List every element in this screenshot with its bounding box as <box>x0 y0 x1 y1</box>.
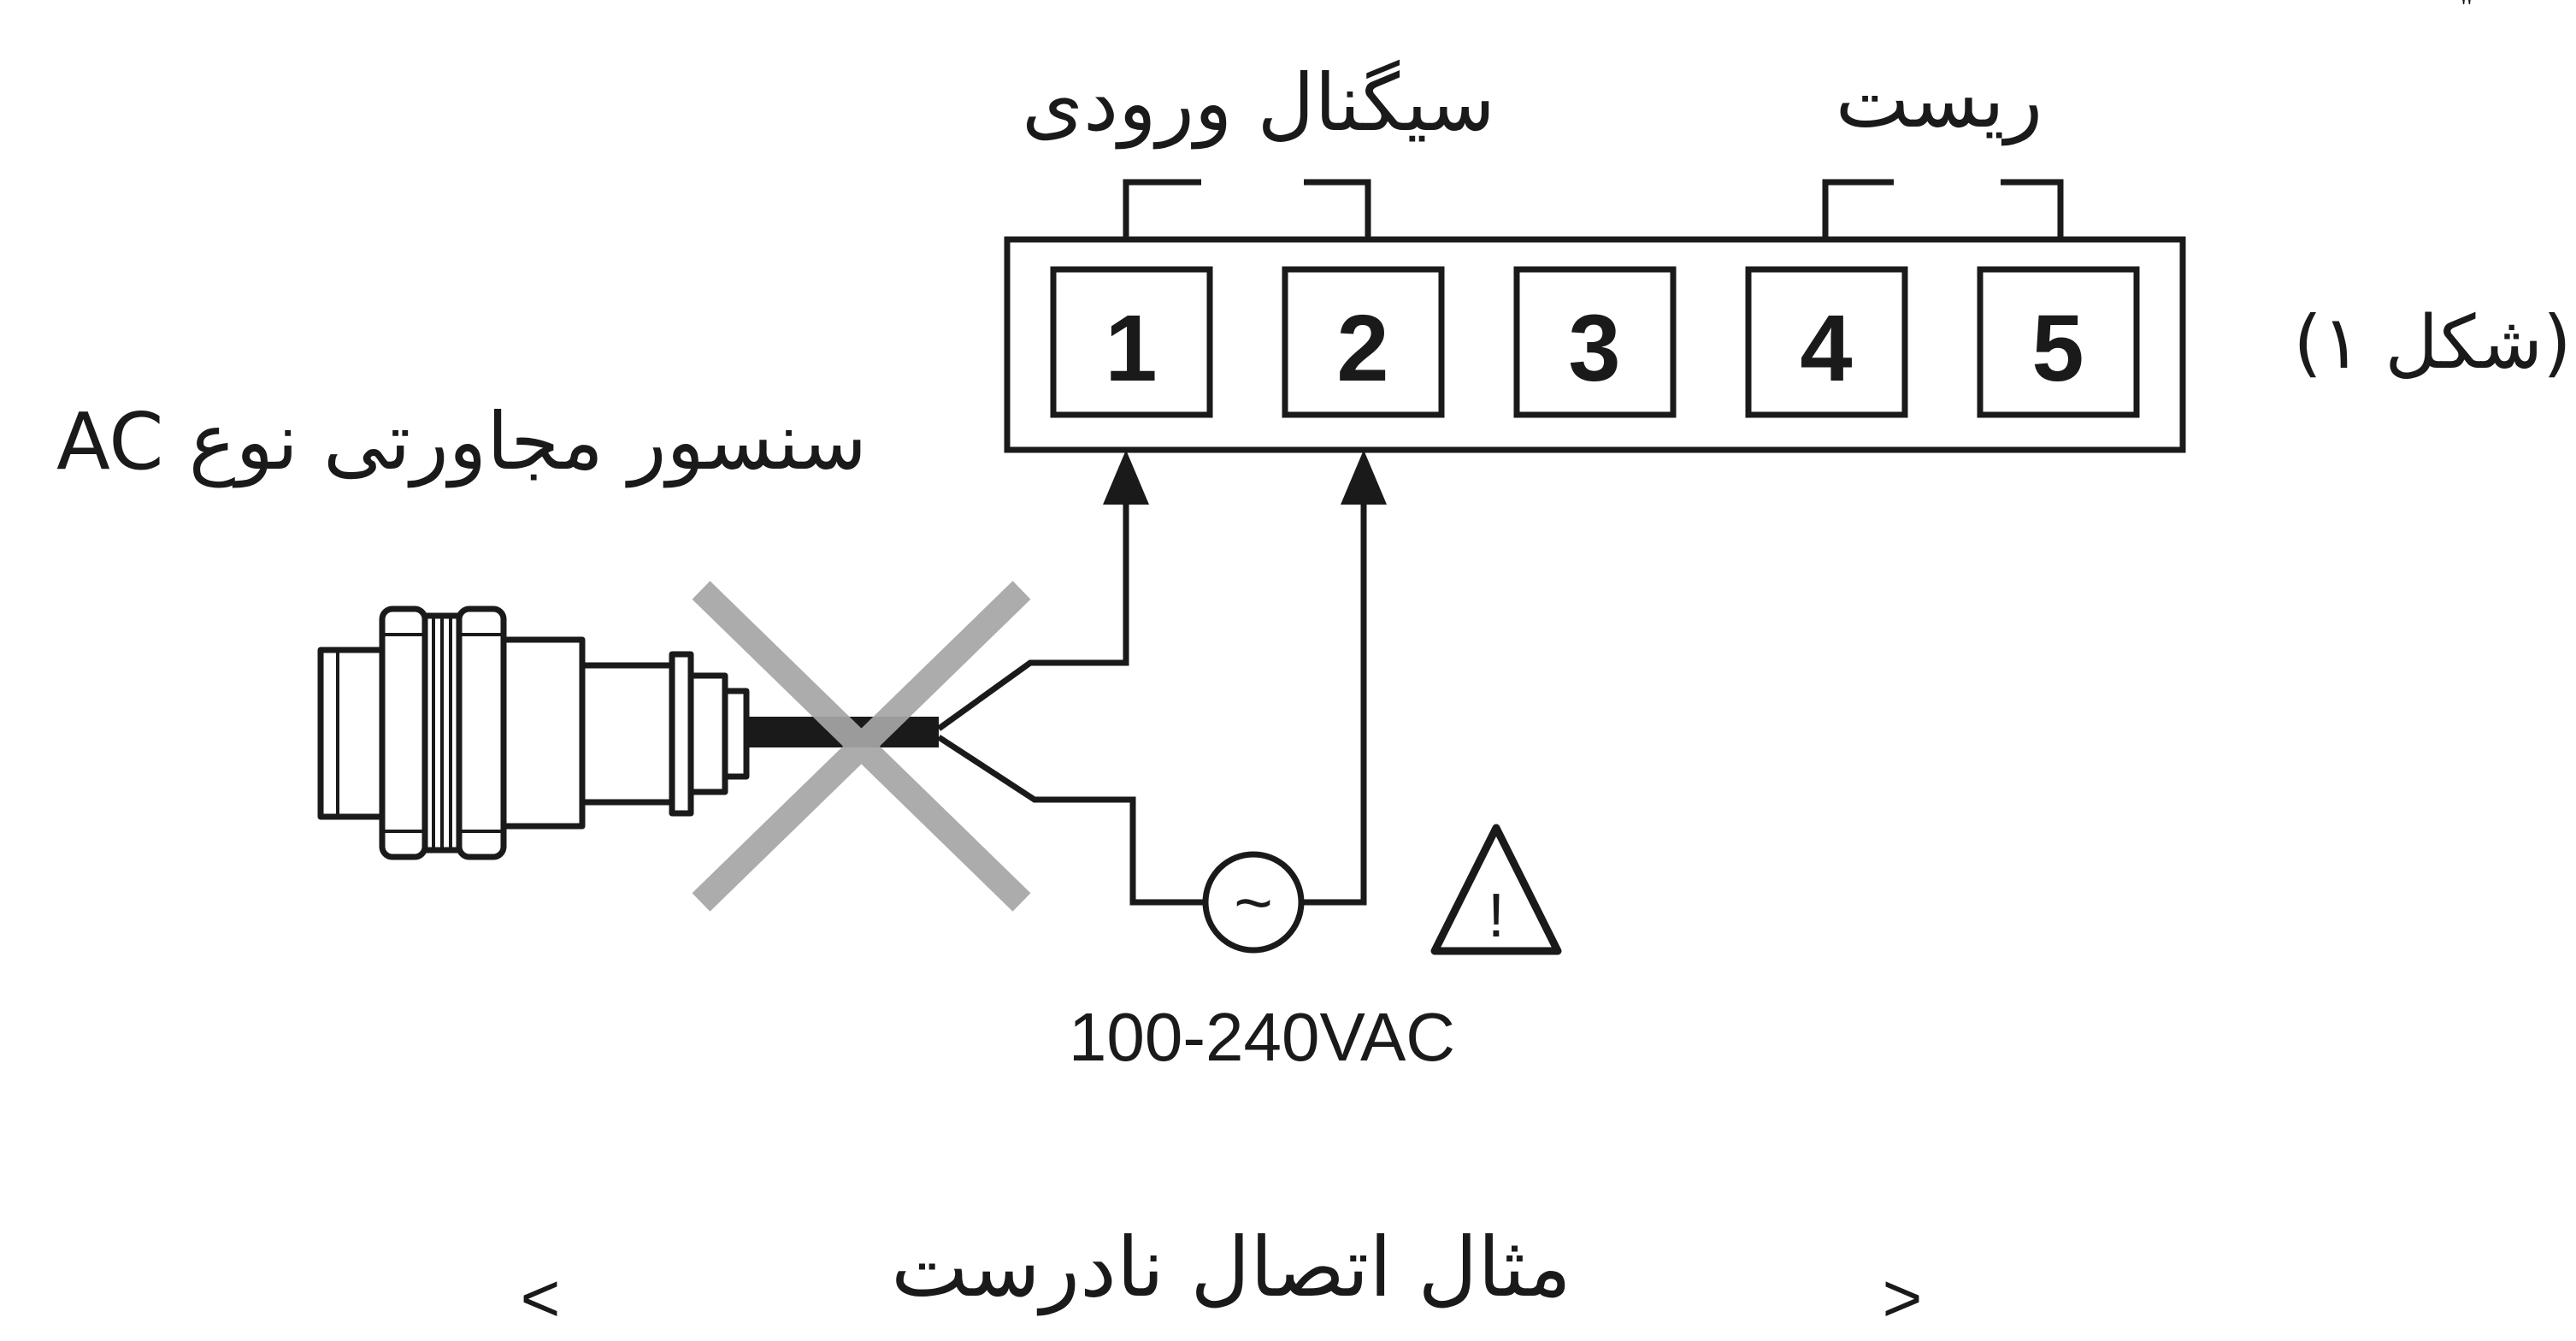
arrow-terminal-1 <box>1103 450 1149 505</box>
terminal-block: 1 2 3 4 5 <box>1004 236 2186 453</box>
voltage-label: 100-240VAC <box>1069 999 1455 1075</box>
terminal-1: 1 <box>1050 266 1213 418</box>
terminal-1-number: 1 <box>1105 296 1157 401</box>
figure-label: (شکل ۱) <box>2293 300 2571 386</box>
warning-glyph: ! <box>1488 882 1505 950</box>
terminal-5: 5 <box>1977 266 2140 418</box>
caption-left-mark: < <box>521 1260 561 1336</box>
warning-triangle-icon: ! <box>1430 824 1562 955</box>
input-signal-bracket <box>1123 179 1371 238</box>
terminal-5-number: 5 <box>2031 296 2084 401</box>
wires <box>936 500 1367 906</box>
ac-glyph: ~ <box>1234 865 1273 940</box>
terminal-2: 2 <box>1282 266 1445 418</box>
terminal-2-number: 2 <box>1336 296 1388 401</box>
ac-source-icon: ~ <box>1202 851 1305 954</box>
corner-mark: " <box>2461 0 2473 24</box>
proximity-sensor-icon <box>317 606 750 860</box>
terminal-4-number: 4 <box>1800 296 1852 401</box>
reset-bracket <box>1822 179 2064 238</box>
caption-right-mark: > <box>1883 1260 1923 1336</box>
sensor-label: سنسور مجاورتی نوع AC <box>56 396 867 488</box>
input-signal-label: سیگنال ورودی <box>1022 57 1495 150</box>
terminal-3-number: 3 <box>1568 296 1620 401</box>
wire-to-terminal-2 <box>1302 500 1367 906</box>
arrow-terminal-2 <box>1341 450 1387 505</box>
terminal-4: 4 <box>1745 266 1908 418</box>
wire-to-terminal-1 <box>936 500 1129 731</box>
cross-icon <box>692 581 1031 912</box>
terminal-3: 3 <box>1513 266 1677 418</box>
wire-to-ac-source <box>937 735 1205 906</box>
reset-label: ریست <box>1836 54 2043 145</box>
caption: مثال اتصال نادرست <box>891 1220 1571 1315</box>
